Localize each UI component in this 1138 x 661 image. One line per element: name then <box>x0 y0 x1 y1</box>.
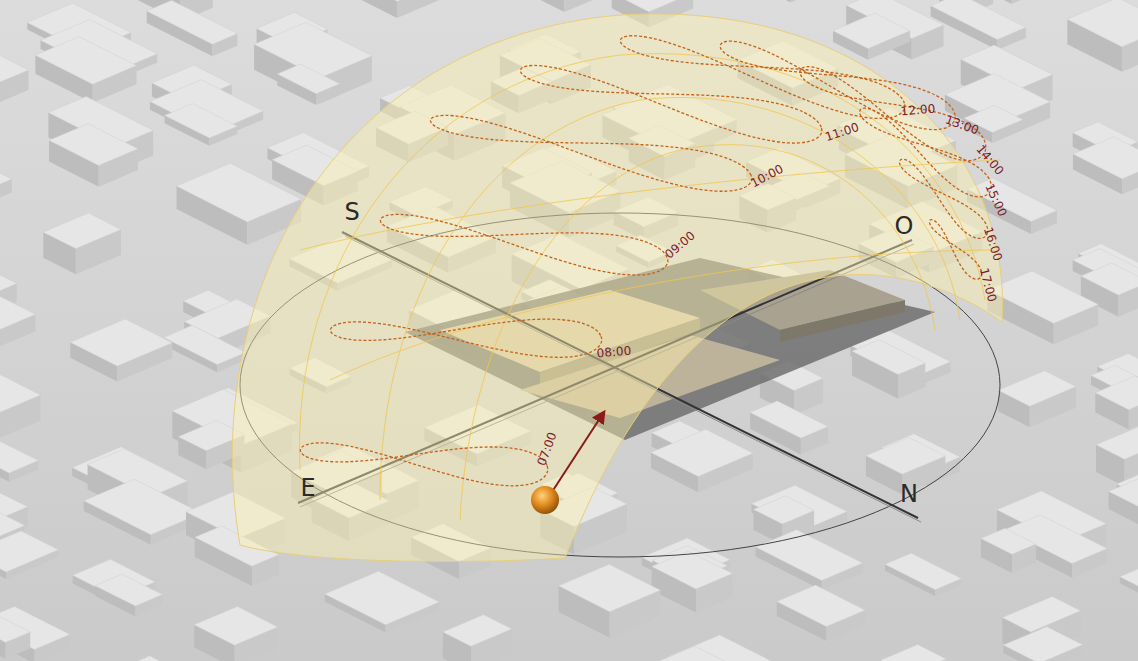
block-roof <box>756 530 863 581</box>
block-roof <box>325 571 440 625</box>
block-roof <box>880 645 946 661</box>
block-side <box>880 660 908 661</box>
block-roof <box>84 479 202 534</box>
block-side <box>791 0 843 2</box>
block-roof <box>559 564 661 611</box>
block-roof <box>147 0 238 44</box>
analemma <box>330 319 602 357</box>
block-roof <box>1120 554 1138 603</box>
analemma <box>300 443 548 486</box>
compass-letter: N <box>900 482 918 506</box>
block-roof <box>866 437 946 474</box>
block-roof <box>43 213 121 249</box>
hour-label: 12:00 <box>900 103 936 118</box>
analemma <box>929 220 981 279</box>
analemma <box>620 36 905 119</box>
analemma <box>720 41 955 129</box>
block-roof <box>0 491 28 517</box>
block-roof <box>750 401 828 438</box>
block-roof <box>852 340 925 375</box>
block-roof <box>754 496 815 524</box>
block-roof <box>777 585 865 627</box>
block-roof <box>652 551 733 589</box>
block-roof <box>70 319 172 366</box>
day-arcs <box>299 54 1000 520</box>
block-roof <box>1095 376 1138 410</box>
block-roof <box>49 124 138 166</box>
block-side <box>360 0 397 18</box>
block-side <box>397 0 444 18</box>
compass-letter: E <box>300 476 315 500</box>
sun-marker <box>531 412 604 514</box>
block-roof <box>95 574 162 606</box>
block-roof <box>650 646 764 661</box>
analemma <box>860 108 992 197</box>
compass-letter: S <box>344 200 359 224</box>
block-roof <box>998 371 1076 407</box>
block-roof <box>164 325 246 364</box>
block-roof <box>176 163 301 222</box>
block-roof <box>1081 263 1138 295</box>
block-side <box>564 0 593 12</box>
block-roof <box>194 607 277 646</box>
hour-label: 08:00 <box>596 345 632 360</box>
block-side <box>1012 0 1063 4</box>
block-side <box>723 0 790 2</box>
block-roof <box>1073 137 1138 179</box>
block-roof <box>277 64 339 94</box>
block-roof <box>0 531 58 572</box>
block-roof <box>254 22 372 77</box>
block-side <box>498 0 565 12</box>
block-roof <box>1109 475 1138 513</box>
block-roof <box>1117 659 1138 661</box>
block-roof <box>443 615 512 647</box>
block-roof <box>0 426 38 473</box>
block-roof <box>1067 0 1138 47</box>
block-roof <box>35 37 136 85</box>
block-roof <box>651 429 753 476</box>
compass-letter: O <box>895 214 914 238</box>
block-roof <box>1096 426 1138 460</box>
block-roof <box>1002 596 1080 631</box>
block-roof <box>0 615 30 642</box>
analemma <box>800 67 986 161</box>
block-roof <box>987 271 1098 323</box>
block-roof <box>833 13 910 49</box>
block-roof <box>360 0 444 1</box>
block-roof <box>0 285 35 334</box>
analemma <box>380 214 668 275</box>
block-roof <box>0 265 17 296</box>
block-roof <box>105 656 187 661</box>
block-roof <box>931 0 1026 39</box>
analemma <box>430 115 752 191</box>
analemma-curves <box>300 36 991 486</box>
block-roof <box>1003 627 1082 661</box>
block-roof <box>612 0 693 12</box>
sky-dome <box>232 14 1002 562</box>
analemma <box>520 65 822 143</box>
block-roof <box>981 528 1036 554</box>
block-roof <box>165 104 238 138</box>
block-roof <box>885 553 962 590</box>
block-roof <box>0 157 12 194</box>
block-roof <box>0 44 28 89</box>
block-roof <box>0 368 41 415</box>
